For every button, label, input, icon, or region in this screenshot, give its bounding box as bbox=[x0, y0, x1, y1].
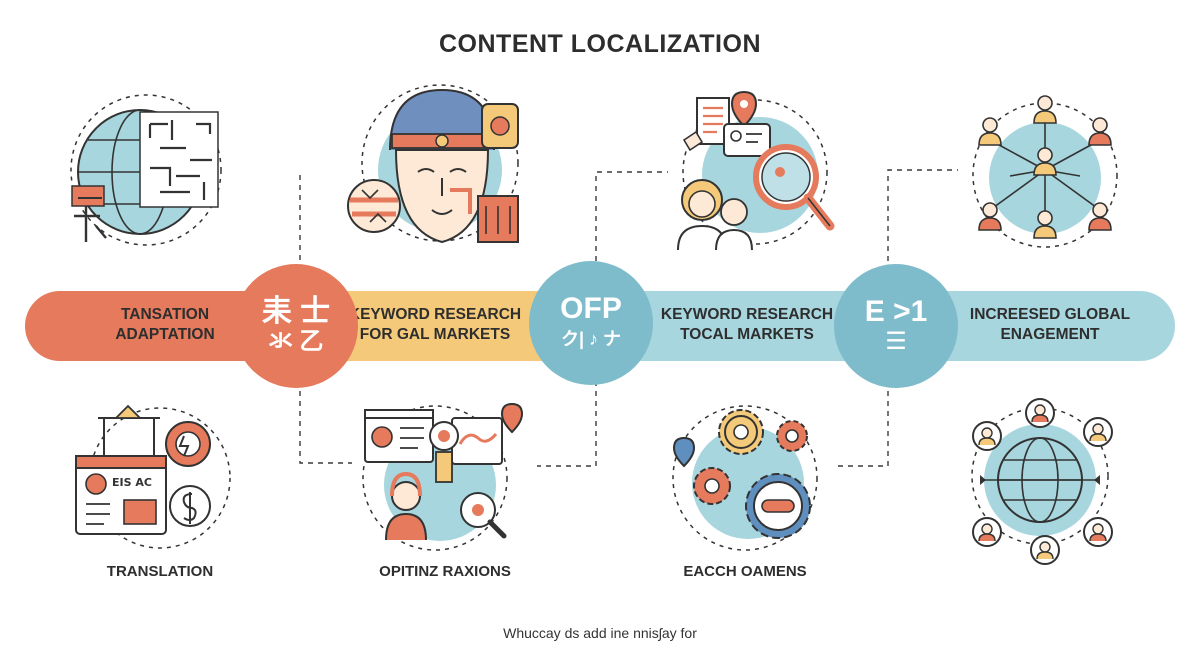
band-label-3-line1: KEYWORD RESEARCH bbox=[660, 306, 834, 323]
band-label-1: TANSATION ADAPTATION bbox=[70, 305, 260, 349]
band-label-3-line2: TOCAL MARKETS bbox=[680, 326, 814, 343]
diagram-title: CONTENT LOCALIZATION bbox=[439, 30, 761, 58]
caption-gears: EACCH OAMENS bbox=[683, 563, 807, 580]
translation-document-icon: EIS AC bbox=[75, 404, 231, 549]
band-label-1-line2: ADAPTATION bbox=[115, 326, 215, 343]
band-label-2-line1: KEYWORD RESEARCH bbox=[348, 306, 522, 323]
gears-icon bbox=[672, 405, 818, 551]
hub-circle-2: OFP ク| ♪ ナ bbox=[529, 261, 653, 385]
cultural-mask-icon bbox=[347, 84, 519, 244]
connector-2-bottom bbox=[537, 361, 597, 467]
people-figures bbox=[978, 95, 1112, 239]
band-label-4-line2: ENAGEMENT bbox=[1000, 326, 1100, 343]
document-sign-text: EIS AC bbox=[112, 476, 152, 489]
caption-translation: TRANSLATION bbox=[106, 563, 214, 580]
global-network-icon bbox=[971, 398, 1113, 565]
connector-3-top bbox=[887, 169, 958, 291]
connector-1-bottom bbox=[299, 361, 352, 464]
optimization-person-icon bbox=[362, 402, 524, 551]
band-label-2-line2: FOR GAL MARKETS bbox=[359, 326, 511, 343]
hub-1-line1: 耒 士 bbox=[261, 295, 331, 328]
hub-circle-3: E >1 ☰ bbox=[834, 264, 958, 388]
globe-translation-icon bbox=[70, 94, 222, 246]
gear-small-right bbox=[776, 420, 808, 452]
gear-main bbox=[745, 473, 811, 539]
local-search-icon bbox=[677, 90, 835, 251]
people-network-icon bbox=[972, 95, 1118, 248]
band-label-1-line1: TANSATION bbox=[120, 306, 210, 323]
gear-large bbox=[718, 409, 764, 455]
network-avatars bbox=[972, 398, 1113, 565]
band-label-4-line1: INCREESED GLOBAL bbox=[969, 306, 1131, 323]
footer-text: Whuccay ds add ine nnisʃay for bbox=[503, 625, 697, 641]
dashed-connectors bbox=[299, 169, 958, 467]
band-label-3: KEYWORD RESEARCH TOCAL MARKETS bbox=[652, 305, 842, 349]
hub-3-line2: ☰ bbox=[885, 328, 907, 355]
hub-2-line1: OFP bbox=[560, 292, 622, 325]
gear-left bbox=[693, 467, 731, 505]
hub-circle-1: 耒 士 氺 乙 bbox=[234, 264, 358, 388]
connector-3-bottom bbox=[838, 361, 889, 467]
band-label-2: KEYWORD RESEARCH FOR GAL MARKETS bbox=[340, 305, 530, 349]
hub-3-line1: E >1 bbox=[864, 295, 928, 328]
hub-1-line2: 氺 乙 bbox=[268, 328, 324, 355]
caption-optimization: OPITINZ RAXIONS bbox=[379, 563, 511, 580]
band-label-4: INCREESED GLOBAL ENAGEMENT bbox=[955, 305, 1145, 349]
hub-2-line2: ク| ♪ ナ bbox=[560, 329, 622, 349]
